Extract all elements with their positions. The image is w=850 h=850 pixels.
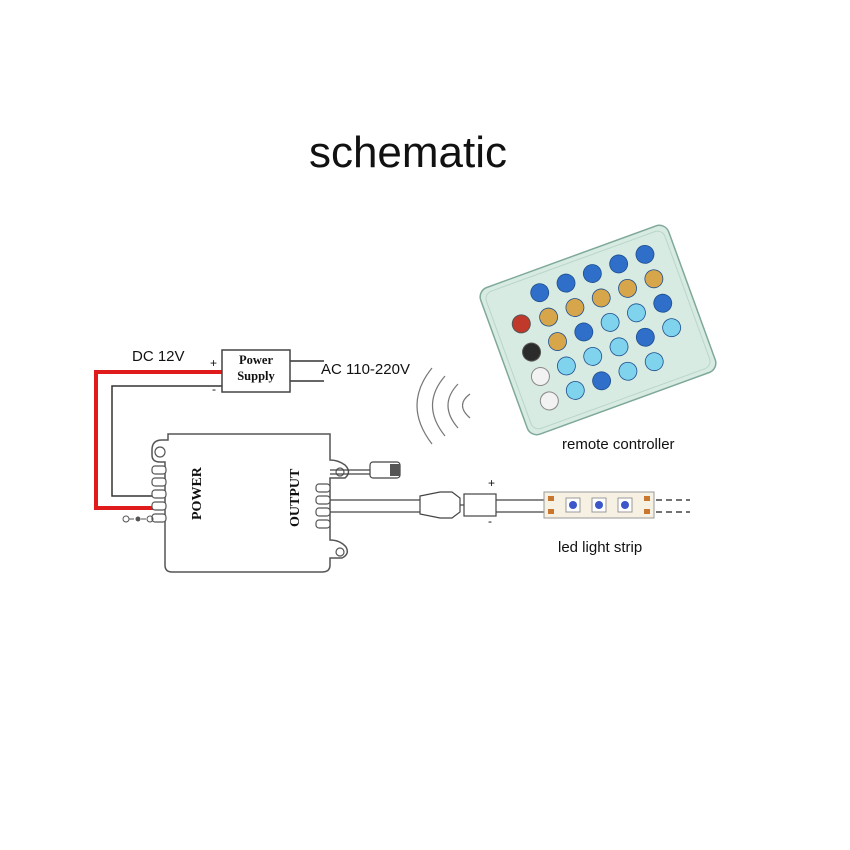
positive-wire: [94, 370, 222, 510]
strip-minus-mark: -: [488, 514, 492, 528]
led-icon: [591, 497, 607, 513]
power-supply-box: [221, 349, 291, 393]
connector-female: [463, 493, 497, 517]
connector-male: [419, 491, 461, 519]
supply-plus-mark: +: [210, 356, 218, 370]
supply-minus-mark: -: [212, 382, 216, 396]
dc-voltage-label: DC 12V: [132, 348, 185, 365]
controller-output-label: OUTPUT: [288, 468, 303, 527]
remote-signal-icon: [416, 367, 471, 445]
remote-controller: [479, 224, 717, 436]
diagram-title: schematic: [308, 128, 508, 177]
power-supply-line2: Supply: [237, 369, 275, 383]
power-supply-line1: Power: [238, 353, 273, 367]
dc-jack-icon: [122, 515, 154, 523]
strip-plus-mark: +: [488, 476, 496, 490]
controller-box: [151, 433, 350, 573]
ac-voltage-label: AC 110-220V: [321, 361, 410, 378]
led-icon: [565, 497, 581, 513]
controller-power-label: POWER: [190, 467, 205, 520]
negative-wire: [111, 385, 222, 497]
led-icon: [617, 497, 633, 513]
led-strip-label: led light strip: [558, 539, 643, 556]
power-supply-label: Power Supply: [222, 352, 290, 384]
led-strip: [543, 491, 655, 519]
remote-controller-label: remote controller: [562, 436, 675, 453]
